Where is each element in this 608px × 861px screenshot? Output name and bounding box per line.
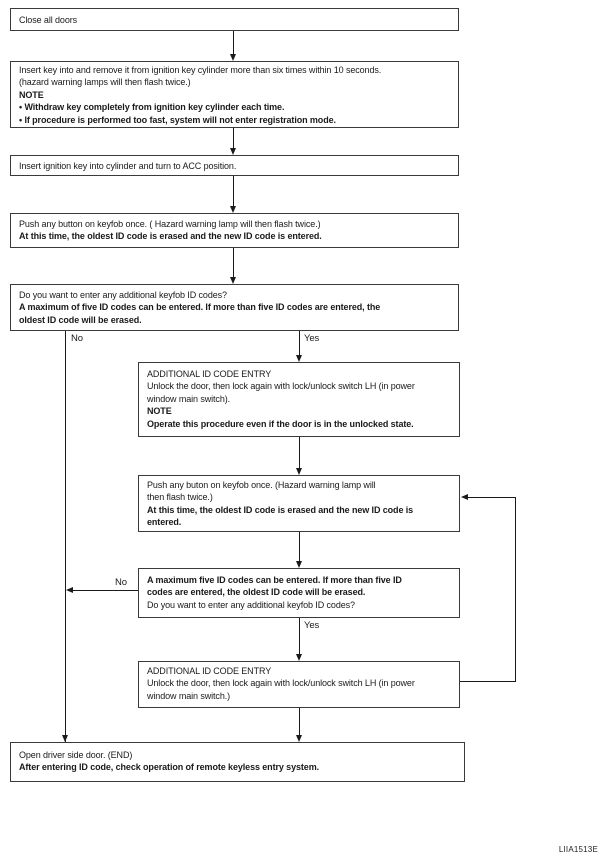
connector-no-branch [65, 331, 66, 742]
connector-yes-1 [299, 331, 300, 356]
text-line: A maximum of five ID codes can be entere… [19, 302, 381, 313]
text-line: NOTE [19, 89, 44, 100]
text-line: After entering ID code, check operation … [19, 762, 320, 773]
arrowhead-loop-into-box7 [461, 494, 468, 500]
text-line: then flash twice.) [147, 492, 213, 503]
connector-loop-vertical [515, 497, 516, 682]
arrowhead-into-box3 [230, 148, 236, 155]
branch-label-yes-1: Yes [304, 333, 320, 344]
arrowhead-into-box4 [230, 206, 236, 213]
text-line: entered. [147, 517, 182, 528]
text-line: • If procedure is performed too fast, sy… [19, 114, 336, 125]
connector-4-5 [233, 248, 234, 278]
arrowhead-into-box2 [230, 54, 236, 61]
flow-box-decision-additional-codes: Do you want to enter any additional keyf… [10, 284, 459, 331]
text-line: (hazard warning lamps will then flash tw… [19, 77, 191, 88]
text-line: Push any buton on keyfob once. (Hazard w… [147, 480, 376, 490]
connector-6-7 [299, 437, 300, 469]
flow-box-additional-id-code-entry-1: ADDITIONAL ID CODE ENTRY Unlock the door… [138, 362, 460, 437]
text-line: Open driver side door. (END) [19, 750, 133, 760]
flow-box-push-keyfob-2: Push any buton on keyfob once. (Hazard w… [138, 475, 460, 532]
flow-box-additional-id-code-entry-2: ADDITIONAL ID CODE ENTRY Unlock the door… [138, 661, 460, 708]
text-line: Push any button on keyfob once. ( Hazard… [19, 219, 321, 229]
arrowhead-into-end-box [296, 735, 302, 742]
text-line: window main switch). [147, 393, 231, 404]
figure-code: LIIA1513E [558, 845, 598, 854]
text-line: Insert ignition key into cylinder and tu… [19, 161, 237, 171]
flow-box-acc-position: Insert ignition key into cylinder and tu… [10, 155, 459, 176]
text-line: oldest ID code will be erased. [19, 314, 142, 325]
flow-box-registration-mode: Insert key into and remove it from ignit… [10, 61, 459, 128]
arrowhead-into-box9 [296, 654, 302, 661]
connector-yes-2 [299, 618, 300, 654]
branch-label-no-2: No [115, 577, 127, 588]
connector-no-2 [68, 590, 138, 591]
branch-label-yes-2: Yes [304, 620, 320, 631]
connector-2-3 [233, 128, 234, 149]
text-line: At this time, the oldest ID code is eras… [19, 231, 322, 242]
flow-box-close-all-doors: Close all doors [10, 8, 459, 31]
connector-1-2 [233, 31, 234, 55]
connector-7-8 [299, 532, 300, 562]
text-line: codes are entered, the oldest ID code wi… [147, 587, 366, 598]
arrowhead-into-box5 [230, 277, 236, 284]
text-line: Do you want to enter any additional keyf… [147, 599, 355, 610]
text-line: Unlock the door, then lock again with lo… [147, 678, 415, 689]
arrowhead-into-box8 [296, 561, 302, 568]
text-line: Unlock the door, then lock again with lo… [147, 381, 415, 392]
text-line: Insert key into and remove it from ignit… [19, 65, 382, 75]
text-line: At this time, the oldest ID code is eras… [147, 504, 414, 515]
arrowhead-into-box6 [296, 355, 302, 362]
flow-box-push-keyfob: Push any button on keyfob once. ( Hazard… [10, 213, 459, 248]
branch-label-no-1: No [71, 333, 83, 344]
text-line: window main switch.) [147, 690, 231, 701]
text-line: A maximum five ID codes can be entered. … [147, 575, 402, 585]
arrowhead-no-2 [66, 587, 73, 593]
connector-loop-top [467, 497, 516, 498]
connector-loop-bottom [460, 681, 516, 682]
arrowhead-no-into-end-box [62, 735, 68, 742]
text-line: Do you want to enter any additional keyf… [19, 290, 227, 300]
flow-box-decision-additional-codes-2: A maximum five ID codes can be entered. … [138, 568, 460, 618]
text-line: Close all doors [19, 15, 78, 25]
flow-box-open-door-end: Open driver side door. (END) After enter… [10, 742, 465, 782]
connector-3-4 [233, 176, 234, 207]
text-line: ADDITIONAL ID CODE ENTRY [147, 369, 272, 379]
text-line: ADDITIONAL ID CODE ENTRY [147, 666, 272, 676]
arrowhead-into-box7 [296, 468, 302, 475]
text-line: Operate this procedure even if the door … [147, 418, 414, 429]
text-line: • Withdraw key completely from ignition … [19, 102, 285, 113]
text-line: NOTE [147, 406, 172, 417]
connector-9-end [299, 708, 300, 736]
